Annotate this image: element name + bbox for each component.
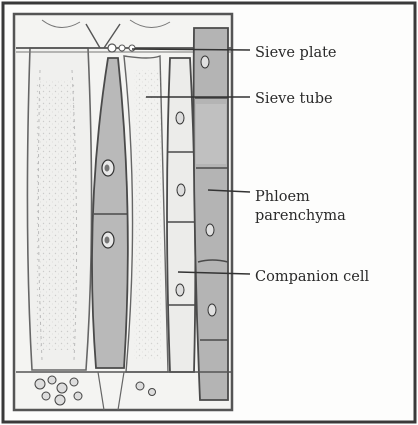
right-companion-cells [167, 58, 195, 372]
leader-sieve-plate [132, 49, 250, 50]
left-sieve-tube [27, 48, 91, 370]
label-phloem-line2: parenchyma [255, 207, 346, 226]
phloem-parenchyma-cells [194, 28, 228, 400]
label-sieve-plate: Sieve plate [255, 44, 337, 63]
label-companion-cell: Companion cell [255, 268, 369, 287]
label-sieve-tube: Sieve tube [255, 90, 333, 109]
label-phloem-line1: Phloem [255, 188, 310, 207]
